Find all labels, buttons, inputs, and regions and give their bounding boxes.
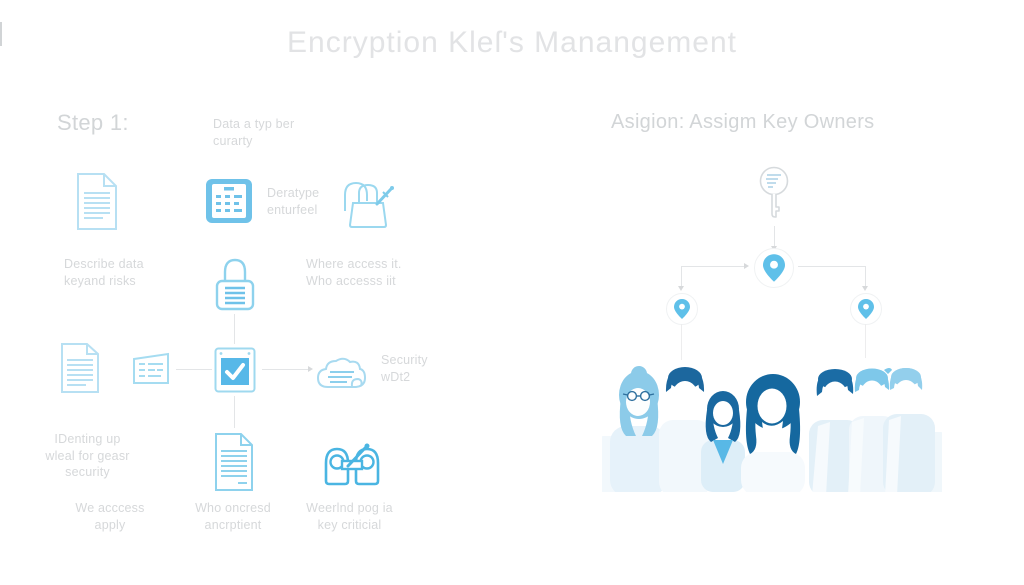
connector-vertical-2	[234, 396, 235, 428]
arrowhead-down	[862, 286, 868, 291]
note-icon	[131, 351, 171, 386]
pin-drop-line-left	[681, 324, 682, 360]
caption-we-access: We acccess apply	[75, 501, 145, 532]
padlock-icon	[212, 255, 258, 312]
left-section-header: Step 1:	[57, 110, 129, 135]
caption-weerlnd: Weerlnd pog ia key criticial	[306, 501, 393, 532]
calculator-icon	[205, 178, 253, 224]
document-icon	[73, 172, 120, 231]
caption-deratype: Deratype enturfeel	[267, 186, 320, 217]
cloud-icon	[315, 353, 367, 393]
handcuffs-icon	[322, 441, 382, 489]
arrowhead-right	[308, 366, 313, 372]
caption-data-type: Data a typ ber curarty	[213, 117, 295, 148]
arrowhead-right	[744, 263, 749, 269]
location-pin-icon	[754, 248, 794, 288]
key-icon	[758, 166, 790, 220]
lock-pen-icon	[339, 177, 395, 229]
caption-where-access: Where access it. Who accesss iit	[306, 257, 402, 288]
page-title: Encryption Kleſ's Manangement	[287, 26, 737, 59]
caption-security: Security wDt2	[381, 353, 428, 384]
branch-drop-left	[681, 266, 682, 286]
connector-horizontal-2	[262, 369, 308, 370]
arrowhead-down	[678, 286, 684, 291]
checkbox-icon	[214, 347, 256, 393]
location-pin-icon	[666, 293, 698, 325]
connector-key-to-pin	[774, 226, 775, 246]
caption-who-oncresd: Who oncresd ancrptient	[195, 501, 271, 532]
location-pin-icon	[850, 293, 882, 325]
caption-identing: IDenting up wleal for geasr security	[45, 432, 130, 479]
edge-artifact-mark	[0, 22, 2, 46]
connector-vertical-1	[234, 314, 235, 344]
branch-line-right	[798, 266, 866, 267]
pin-drop-line-right	[865, 324, 866, 358]
branch-drop-right	[865, 266, 866, 286]
caption-describe-data: Describe data keyand risks	[64, 257, 144, 288]
people-group-illustration	[602, 352, 942, 492]
document-icon	[58, 342, 102, 394]
right-section-header: Asigion: Assigm Key Owners	[611, 111, 875, 133]
branch-line-left	[682, 266, 744, 267]
connector-horizontal-1	[176, 369, 212, 370]
document-icon	[212, 432, 256, 492]
